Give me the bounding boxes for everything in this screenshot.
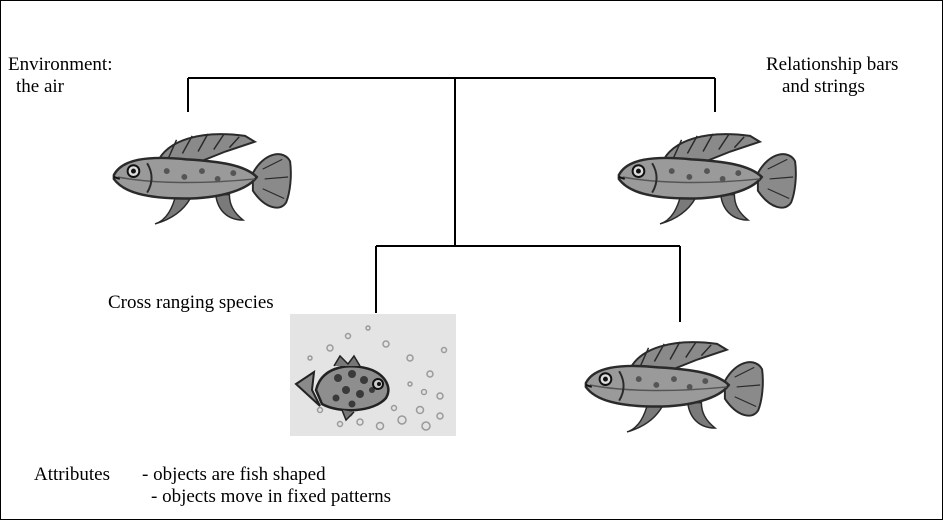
fish-icon	[580, 330, 766, 438]
attribute-item: - objects are fish shaped	[142, 464, 326, 486]
relationship-label: Relationship bars	[766, 54, 898, 76]
cross-ranging-label: Cross ranging species	[108, 292, 274, 314]
environment-value: the air	[16, 76, 64, 98]
attribute-item: - objects move in fixed patterns	[151, 486, 391, 508]
spotted-fish-icon	[290, 314, 456, 436]
fish-icon	[108, 122, 294, 230]
attributes-label: Attributes	[34, 464, 110, 486]
fish-icon	[613, 122, 799, 230]
environment-label: Environment:	[8, 54, 112, 76]
relationship-label-cont: and strings	[782, 76, 865, 98]
